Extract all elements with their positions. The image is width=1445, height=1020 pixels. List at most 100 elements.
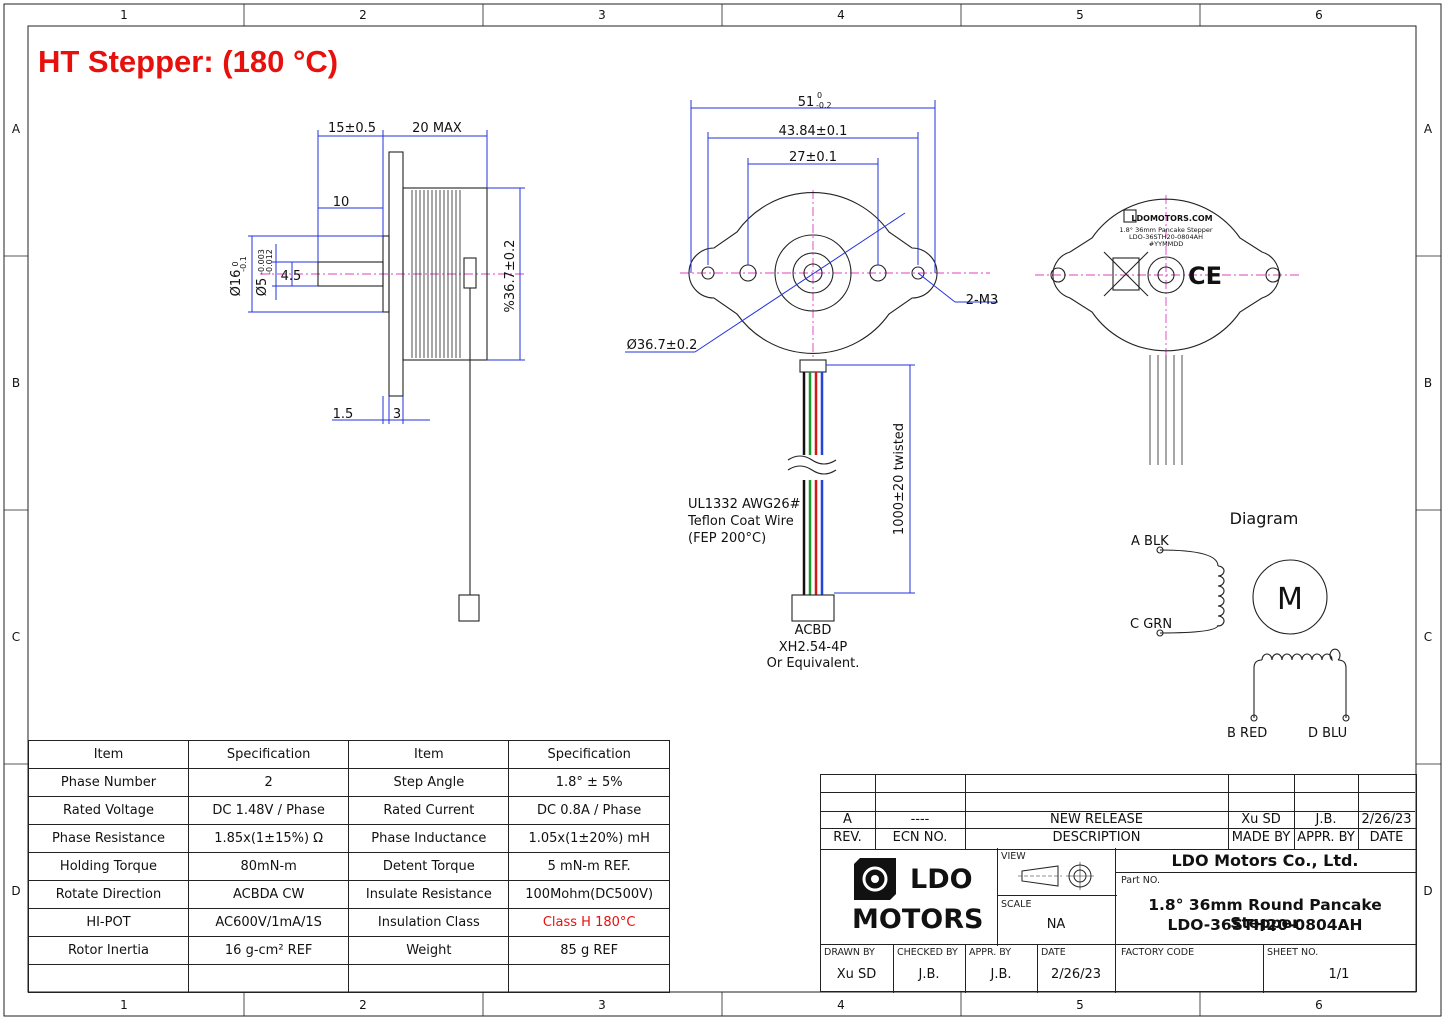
tol-label: -0.003 xyxy=(257,249,266,275)
row-label: A xyxy=(1424,122,1433,136)
date-label: DATE xyxy=(1041,947,1066,958)
table-header: Specification xyxy=(187,740,350,769)
dim-label: 10 xyxy=(333,195,350,210)
col-label: 2 xyxy=(359,8,367,22)
wire-note: (FEP 200°C) xyxy=(688,531,766,546)
drawn-by-value: Xu SD xyxy=(836,967,877,982)
label-line: 1.8° 36mm Pancake Stepper xyxy=(1119,226,1212,234)
appr-by-header: APPR. BY xyxy=(1297,830,1355,845)
dim-label: 27±0.1 xyxy=(789,150,837,165)
row-label: C xyxy=(12,630,20,644)
logo-mark-icon xyxy=(854,858,896,900)
checked-by-label: CHECKED BY xyxy=(897,947,958,958)
motor-symbol: M xyxy=(1277,582,1303,617)
back-view: CE LDOMOTORS.COM 1.8° 36mm Pancake Stepp… xyxy=(1035,195,1300,465)
scale-value: NA xyxy=(1046,917,1066,932)
dim-label: 3 xyxy=(393,407,401,422)
factory-code-label: FACTORY CODE xyxy=(1121,947,1195,958)
pin-label: D BLU xyxy=(1308,726,1347,741)
sheet-no-value: 1/1 xyxy=(1328,967,1350,982)
table-header: Specification xyxy=(508,740,670,769)
spec-table: Item Specification Item Specification Ph… xyxy=(28,740,670,993)
pin-label: B RED xyxy=(1227,726,1267,741)
tol-label: -0.1 xyxy=(239,256,248,272)
row-label: A xyxy=(12,122,21,136)
appr-by-value: J.B. xyxy=(990,967,1012,982)
row-label: D xyxy=(11,884,20,898)
logo-text-ldo: LDO xyxy=(910,864,973,895)
col-label: 2 xyxy=(359,998,367,1012)
wire-note: Teflon Coat Wire xyxy=(687,514,794,529)
col-label: 5 xyxy=(1076,998,1084,1012)
diagram-title: Diagram xyxy=(1230,509,1299,528)
insulation-class-value: Class H 180°C xyxy=(508,908,670,937)
dim-label: %36.7±0.2 xyxy=(503,240,518,313)
table-row xyxy=(28,964,670,993)
part-number: LDO-36STH20-0804AH xyxy=(1167,916,1363,934)
appr-by-value: J.B. xyxy=(1315,812,1337,827)
pin-label: C GRN xyxy=(1130,617,1172,632)
dim-label: 4.5 xyxy=(281,269,302,284)
date-value: 2/26/23 xyxy=(1050,967,1102,982)
view-label: VIEW xyxy=(1001,851,1026,862)
weee-bin-icon xyxy=(1103,251,1149,297)
col-label: 6 xyxy=(1315,8,1323,22)
row-label: C xyxy=(1424,630,1432,644)
tol-label: -0.012 xyxy=(265,249,274,275)
side-view: 15±0.5 20 MAX 10 4.5 1.5 3 Ø16 Ø5 %36.7±… xyxy=(229,121,525,622)
col-label: 4 xyxy=(837,8,845,22)
company-name: LDO Motors Co., Ltd. xyxy=(1171,851,1359,870)
connector-note: XH2.54-4P xyxy=(779,640,848,655)
ldo-logo: LDO MOTORS xyxy=(852,856,983,940)
table-header: Item xyxy=(28,740,189,769)
row-label: B xyxy=(12,376,20,390)
part-no-label: Part NO. xyxy=(1121,875,1160,886)
col-label: 4 xyxy=(837,998,845,1012)
dim-label: Ø5 xyxy=(255,278,270,297)
dim-label: 1000±20 twisted xyxy=(892,423,907,535)
scale-label: SCALE xyxy=(1001,899,1032,910)
wiring-diagram: Diagram M A BLK C GRN B RED D BLU xyxy=(1130,509,1350,741)
sheet-no-label: SHEET NO. xyxy=(1267,947,1319,958)
appr-by-label: APPR. BY xyxy=(969,947,1012,958)
ce-mark-icon: CE xyxy=(1188,262,1222,290)
col-label: 3 xyxy=(598,998,606,1012)
table-header: Item xyxy=(348,740,510,769)
label-line: #YYMMDD xyxy=(1149,240,1184,248)
made-by-value: Xu SD xyxy=(1241,812,1281,827)
dim-label: Ø36.7±0.2 xyxy=(627,338,698,353)
svg-text:CE: CE xyxy=(1188,262,1222,290)
page-title: HT Stepper: (180 °C) xyxy=(38,44,338,79)
drawn-by-label: DRAWN BY xyxy=(824,947,875,958)
rev-header: REV. xyxy=(833,830,862,845)
connector-note: ACBD xyxy=(795,623,832,638)
made-by-header: MADE BY xyxy=(1231,830,1291,845)
pin-label: A BLK xyxy=(1131,534,1169,549)
ecn-header: ECN NO. xyxy=(892,830,948,845)
tol-label: 0 xyxy=(817,91,822,100)
dim-label: 1.5 xyxy=(333,407,354,422)
part-name: 1.8° 36mm Round Pancake Stepper xyxy=(1148,896,1382,932)
tol-label: 0 xyxy=(231,261,240,266)
checked-by-value: J.B. xyxy=(918,967,940,982)
front-view: 51 43.84±0.1 27±0.1 2-M3 Ø36.7±0.2 1000±… xyxy=(625,91,998,671)
col-label: 3 xyxy=(598,8,606,22)
label-line: LDO-36STH20-0804AH xyxy=(1129,233,1203,241)
dim-label: 2-M3 xyxy=(966,293,998,308)
row-label: B xyxy=(1424,376,1432,390)
dim-label: 20 MAX xyxy=(412,121,462,136)
label-site: LDOMOTORS.COM xyxy=(1131,214,1212,223)
col-label: 1 xyxy=(120,8,128,22)
col-label: 5 xyxy=(1076,8,1084,22)
date-header: DATE xyxy=(1369,830,1404,845)
rev-date-value: 2/26/23 xyxy=(1361,812,1412,827)
dim-label: 51 xyxy=(798,95,815,110)
row-label: D xyxy=(1423,884,1432,898)
